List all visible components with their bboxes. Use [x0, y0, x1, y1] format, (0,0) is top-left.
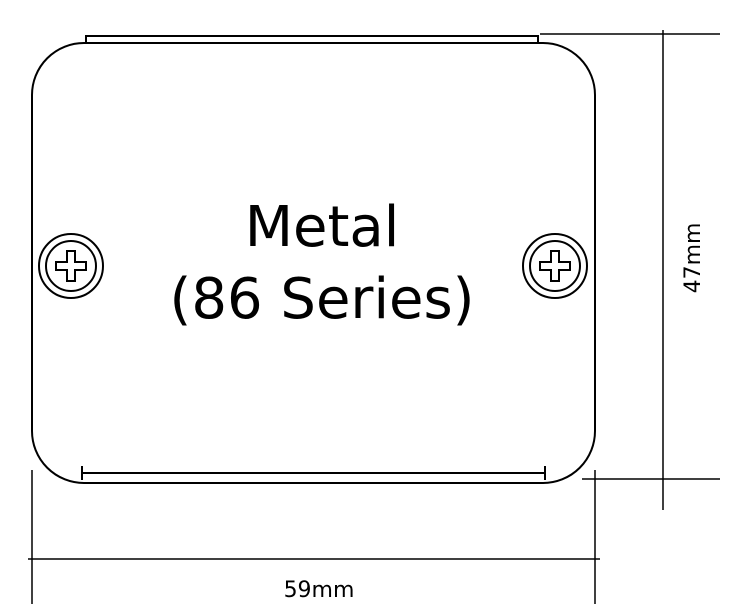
plate-title-line1: Metal [245, 195, 400, 260]
height-dimension-label: 47mm [681, 223, 706, 294]
right-screw-icon [522, 233, 588, 299]
plate-top-lip [85, 35, 539, 44]
height-dimension [540, 30, 720, 510]
plate-title-line2: (86 Series) [170, 267, 475, 332]
width-dimension [28, 470, 600, 604]
width-dimension-label: 59mm [284, 578, 355, 603]
plate-outline [31, 42, 596, 484]
plate-bottom-channel [81, 466, 546, 480]
left-screw-icon [38, 233, 104, 299]
